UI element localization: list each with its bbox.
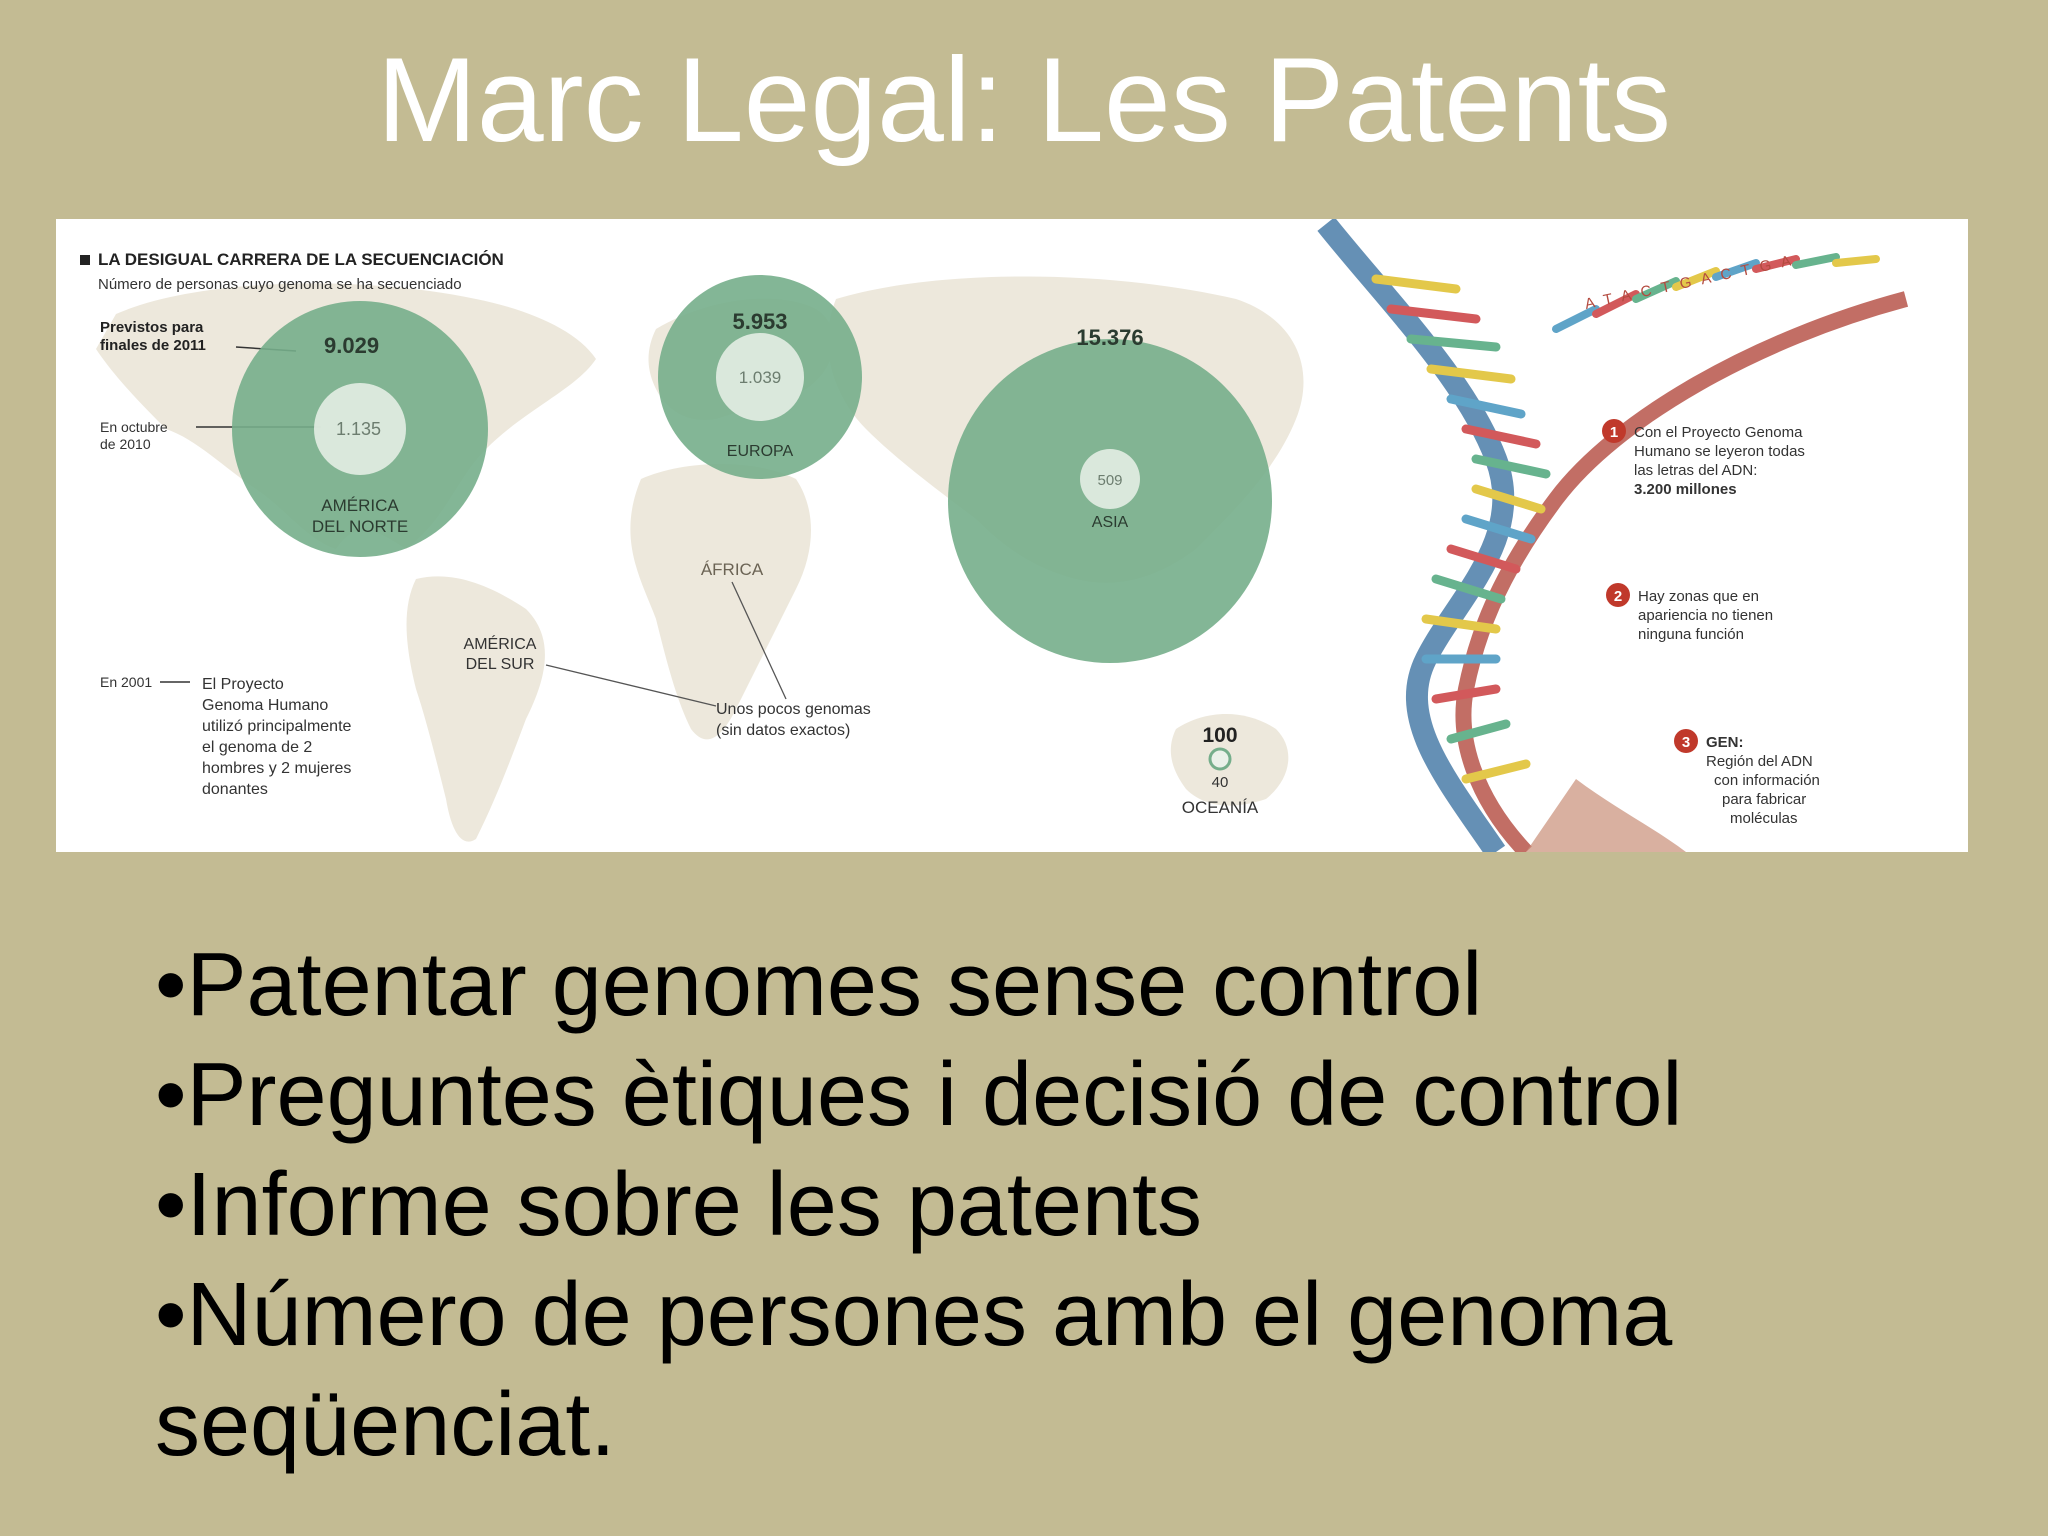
europe-october-value: 1.039	[739, 368, 782, 387]
oceania-marker: 100 40 OCEANÍA	[1182, 724, 1259, 817]
legend-planned-line2: finales de 2011	[100, 337, 206, 354]
note-1-number: 1	[1610, 424, 1618, 441]
note-2-badge	[1606, 583, 1630, 607]
few-genomes-line1: Unos pocos genomas	[716, 701, 871, 718]
dna-sequence-letters: ATACTGACTGA	[1583, 250, 1802, 312]
note-3-line: Región del ADN	[1706, 753, 1813, 770]
few-genomes-line2: (sin datos exactos)	[716, 722, 850, 739]
bullet-item: •Preguntes ètiques i decisió de control	[155, 1040, 1955, 1150]
note-3-text: GEN: Región del ADN con información para…	[1706, 734, 1820, 827]
note-2-line: Hay zonas que en	[1638, 588, 1759, 605]
europe-october-circle	[716, 333, 804, 421]
note-3-line: para fabricar	[1722, 791, 1806, 808]
bullet-dot: •	[155, 935, 187, 1035]
north-america-name-line1: AMÉRICA	[321, 496, 399, 515]
note-1-line: las letras del ADN:	[1634, 462, 1757, 479]
note-1-line: Con el Proyecto Genoma	[1634, 424, 1803, 441]
bullet-text: Patentar genomes sense control	[186, 935, 1483, 1035]
note-3-line: moléculas	[1730, 810, 1798, 827]
south-america-name-line2: DEL SUR	[466, 656, 535, 673]
north-america-october-value: 1.135	[336, 419, 381, 439]
note-2-number: 2	[1614, 588, 1622, 605]
bullet-dot: •	[155, 1265, 187, 1365]
note-2001-text: El Proyecto Genoma Humano utilizó princi…	[202, 676, 352, 798]
bullet-item: •Número de persones amb el genoma seqüen…	[155, 1260, 1955, 1480]
note-3-line: con información	[1714, 772, 1820, 789]
bullet-item: •Informe sobre les patents	[155, 1150, 1955, 1260]
note-2001-line: utilizó principalmente	[202, 718, 352, 735]
note-3-number: 3	[1682, 734, 1690, 751]
asia-october-circle	[1080, 449, 1140, 509]
bullet-dot: •	[155, 1045, 187, 1145]
africa-name: ÁFRICA	[701, 560, 764, 579]
infographic-heading: LA DESIGUAL CARRERA DE LA SECUENCIACIÓN	[98, 250, 504, 269]
south-america-name-line1: AMÉRICA	[464, 634, 537, 653]
asia-october-value: 509	[1097, 472, 1122, 489]
note-1-text: Con el Proyecto Genoma Humano se leyeron…	[1634, 424, 1805, 498]
north-america-planned-value: 9.029	[324, 333, 379, 358]
infographic-subheading: Número de personas cuyo genoma se ha sec…	[98, 276, 462, 293]
asia-marker: 15.376 509 ASIA	[948, 325, 1272, 663]
oceania-october-value: 40	[1212, 774, 1229, 791]
bullet-dot: •	[155, 1155, 187, 1255]
note-2001-line: el genoma de 2	[202, 739, 312, 756]
dna-helix	[1317, 219, 1909, 852]
dna-top-bases	[1552, 253, 1880, 333]
note-2001-line: donantes	[202, 781, 268, 798]
europe-name: EUROPA	[727, 443, 794, 460]
note-2001-line: Genoma Humano	[202, 697, 328, 714]
bullet-list: •Patentar genomes sense control •Pregunt…	[155, 930, 1955, 1480]
note-1-line: 3.200 millones	[1634, 481, 1737, 498]
note-3-badge	[1674, 729, 1698, 753]
bullet-item: •Patentar genomes sense control	[155, 930, 1955, 1040]
oceania-name: OCEANÍA	[1182, 798, 1259, 817]
note-1-line: Humano se leyeron todas	[1634, 443, 1805, 460]
north-america-marker: 9.029 1.135 AMÉRICA DEL NORTE	[232, 301, 488, 557]
note-3-title: GEN:	[1706, 734, 1744, 751]
slide-title: Marc Legal: Les Patents	[376, 33, 1672, 167]
africa-leader	[731, 581, 787, 700]
legend-october-line1: En octubre	[100, 419, 168, 435]
bullet-text: Número de persones amb el genoma seqüenc…	[155, 1265, 1673, 1475]
note-2001-year: En 2001	[100, 674, 152, 690]
note-2-line: apariencia no tienen	[1638, 607, 1773, 624]
oceania-circle	[1208, 747, 1232, 771]
south-america-leader	[545, 664, 717, 707]
europe-marker: 5.953 1.039 EUROPA	[658, 275, 862, 479]
north-america-october-circle	[314, 383, 406, 475]
infographic-graphic: LA DESIGUAL CARRERA DE LA SECUENCIACIÓN …	[80, 219, 1909, 852]
north-america-name-line2: DEL NORTE	[312, 517, 408, 536]
legend-october-line2: de 2010	[100, 436, 151, 452]
europe-planned-value: 5.953	[732, 309, 787, 334]
sequencing-infographic: LA DESIGUAL CARRERA DE LA SECUENCIACIÓN …	[56, 219, 1968, 852]
note-2-line: ninguna función	[1638, 626, 1744, 643]
legend-planned-line1: Previstos para	[100, 319, 204, 336]
heading-marker	[80, 255, 90, 265]
bullet-text: Preguntes ètiques i decisió de control	[186, 1045, 1683, 1145]
asia-name: ASIA	[1092, 514, 1129, 531]
note-2001-line: El Proyecto	[202, 676, 284, 693]
note-1-badge	[1602, 419, 1626, 443]
note-2-text: Hay zonas que en apariencia no tienen ni…	[1638, 588, 1773, 643]
note-2001-line: hombres y 2 mujeres	[202, 760, 351, 777]
bullet-text: Informe sobre les patents	[186, 1155, 1203, 1255]
asia-planned-value: 15.376	[1076, 325, 1143, 350]
oceania-planned-value: 100	[1202, 724, 1237, 747]
